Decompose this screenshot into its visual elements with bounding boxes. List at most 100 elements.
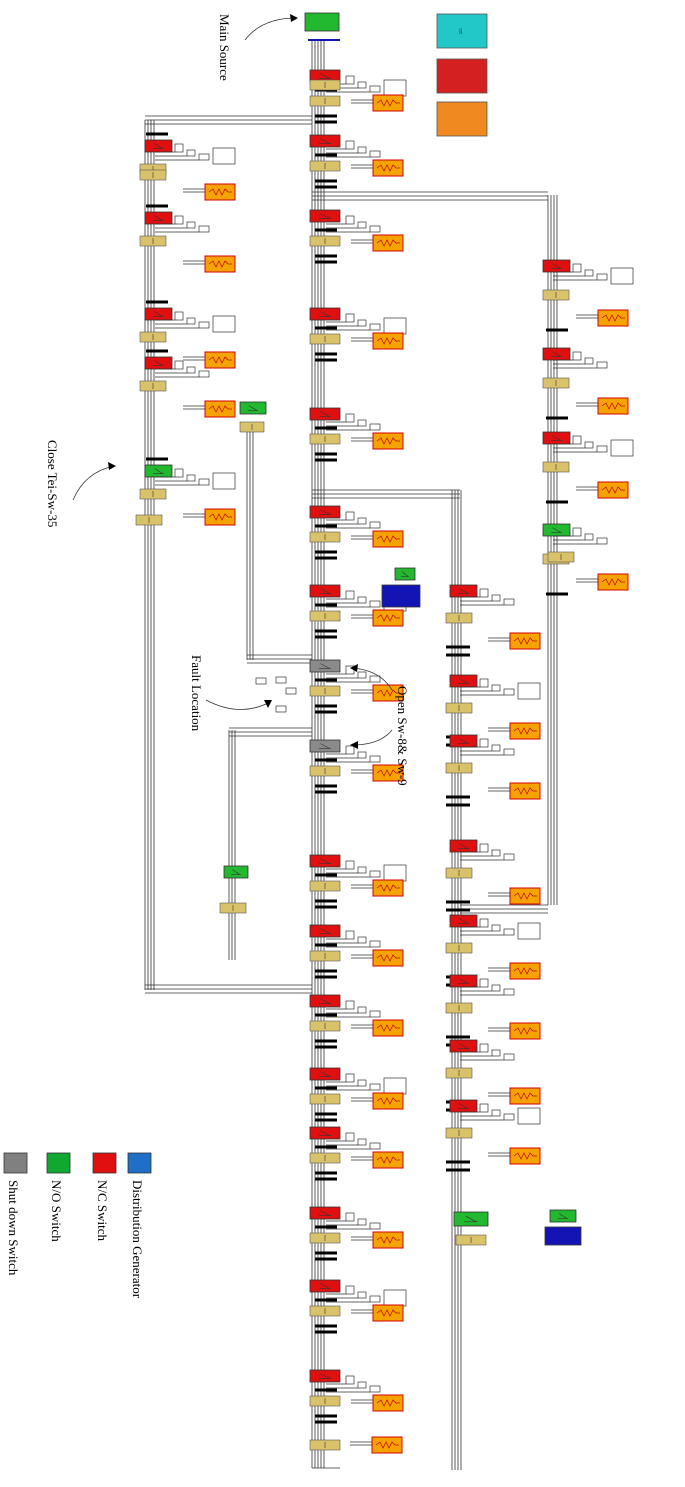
resistor-icon xyxy=(208,513,232,521)
resistor-icon xyxy=(208,188,232,196)
meter-wire xyxy=(326,223,370,233)
switch-symbol xyxy=(458,843,469,849)
close-tei-label: Close Tei-Sw-35 xyxy=(45,440,60,527)
scope-box xyxy=(212,315,236,333)
meter-box xyxy=(479,978,489,988)
meter-box xyxy=(345,1073,355,1083)
switch-symbol xyxy=(319,1071,331,1077)
meter-box xyxy=(174,468,184,478)
switch-symbol xyxy=(153,215,164,221)
switch-symbol xyxy=(319,1373,331,1379)
meter-box xyxy=(479,738,489,748)
meter-box xyxy=(345,1132,355,1142)
scope-box xyxy=(610,267,634,285)
scope-box xyxy=(517,682,541,700)
resistor-icon xyxy=(376,1156,400,1164)
scope-box xyxy=(383,1077,407,1095)
resistor-icon xyxy=(376,99,400,107)
resistor-icon xyxy=(513,1152,537,1160)
meter-box xyxy=(584,533,594,541)
legend-sd-swatch xyxy=(3,1152,28,1174)
resistor-icon xyxy=(376,884,400,892)
resistor-icon xyxy=(601,578,625,586)
meter-box xyxy=(357,221,367,229)
meter-wire xyxy=(553,359,597,369)
resistor-icon xyxy=(376,1097,400,1105)
meter-box xyxy=(479,1043,489,1053)
meter-box xyxy=(491,744,501,752)
meter-box xyxy=(369,940,381,948)
resistor-icon xyxy=(376,437,400,445)
meter-box xyxy=(357,866,367,874)
meter-wire xyxy=(326,519,370,529)
meter-box xyxy=(345,1000,355,1010)
resistor-icon xyxy=(375,1441,399,1449)
meter-box xyxy=(479,843,489,853)
meter-box xyxy=(186,221,196,229)
switch-symbol xyxy=(401,571,409,577)
meter-box xyxy=(174,360,184,370)
dg-block xyxy=(544,1226,582,1246)
scope-block-label: ii xyxy=(459,27,463,36)
meter-box xyxy=(345,745,355,755)
meter-box xyxy=(596,273,608,281)
switch-symbol xyxy=(319,1283,331,1289)
resistor-icon xyxy=(601,486,625,494)
meter-box xyxy=(503,1113,515,1121)
meter-box xyxy=(357,319,367,327)
meter-box xyxy=(503,598,515,606)
resistor-icon xyxy=(376,535,400,543)
legend-no-label: N/O Switch xyxy=(49,1180,64,1242)
meter-box xyxy=(357,517,367,525)
meter-box xyxy=(285,687,297,695)
meter-box xyxy=(345,590,355,600)
switch-symbol xyxy=(319,411,331,417)
meter-wire xyxy=(326,421,370,431)
scope-box xyxy=(517,922,541,940)
meter-box xyxy=(198,321,210,329)
meter-box xyxy=(357,1381,367,1389)
resistor-icon xyxy=(376,954,400,962)
meter-box xyxy=(357,1138,367,1146)
switch-symbol xyxy=(319,998,331,1004)
meter-box xyxy=(491,1049,501,1057)
meter-wire xyxy=(553,443,597,453)
resistor-icon xyxy=(601,314,625,322)
switch-symbol xyxy=(231,869,241,875)
switch-symbol xyxy=(551,527,562,533)
meter-box xyxy=(357,671,367,679)
meter-box xyxy=(572,435,582,445)
meter-wire xyxy=(155,151,199,161)
meter-wire xyxy=(326,598,370,608)
meter-box xyxy=(596,361,608,369)
meter-box xyxy=(345,1212,355,1222)
meter-box xyxy=(357,596,367,604)
meter-box xyxy=(357,419,367,427)
meter-wire xyxy=(326,1383,370,1393)
switch-symbol xyxy=(319,1130,331,1136)
meter-box xyxy=(186,474,196,482)
meter-box xyxy=(275,705,287,713)
scope-box xyxy=(610,439,634,457)
meter-box xyxy=(357,751,367,759)
resistor-icon xyxy=(376,1399,400,1407)
meter-box xyxy=(572,527,582,537)
scope-box xyxy=(383,79,407,97)
meter-box xyxy=(198,153,210,161)
resistor-icon xyxy=(513,892,537,900)
resistor-icon xyxy=(513,1092,537,1100)
meter-box xyxy=(503,688,515,696)
legend-dg-swatch xyxy=(127,1152,152,1174)
open-sw-label: Open Sw-8& Sw-9 xyxy=(395,686,410,786)
scope-block-orange xyxy=(436,101,488,137)
switch-symbol xyxy=(319,743,331,749)
switch-symbol xyxy=(319,311,331,317)
meter-box xyxy=(345,1375,355,1385)
resistor-icon xyxy=(208,356,232,364)
meter-box xyxy=(584,269,594,277)
meter-box xyxy=(174,143,184,153)
meter-box xyxy=(479,588,489,598)
meter-box xyxy=(369,675,381,683)
meter-wire xyxy=(326,1008,370,1018)
meter-wire xyxy=(155,368,199,378)
